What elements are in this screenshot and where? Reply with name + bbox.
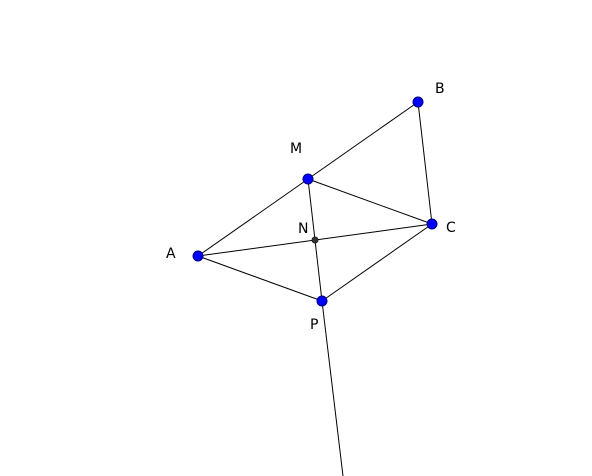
segments-layer (197, 101, 433, 476)
point-label-m: M (290, 141, 302, 157)
point-p[interactable] (316, 295, 328, 307)
segment-am (197, 178, 309, 257)
point-b[interactable] (412, 96, 424, 108)
point-label-b: B (435, 81, 445, 97)
point-m[interactable] (302, 173, 314, 185)
segment-ap (197, 255, 323, 302)
point-a[interactable] (192, 250, 204, 262)
segment-pc (321, 223, 433, 302)
point-label-p: P (310, 317, 318, 333)
segment-bc (417, 101, 433, 225)
segment-mb (307, 101, 419, 180)
point-label-n: N (298, 221, 308, 237)
point-label-a: A (166, 246, 176, 262)
ray-mp (321, 300, 344, 476)
point-c[interactable] (426, 218, 438, 230)
labels-layer: A B C M N P (166, 81, 456, 333)
points-layer (192, 96, 438, 307)
point-n[interactable] (311, 236, 319, 244)
segment-mc (307, 178, 433, 225)
point-label-c: C (446, 220, 456, 236)
